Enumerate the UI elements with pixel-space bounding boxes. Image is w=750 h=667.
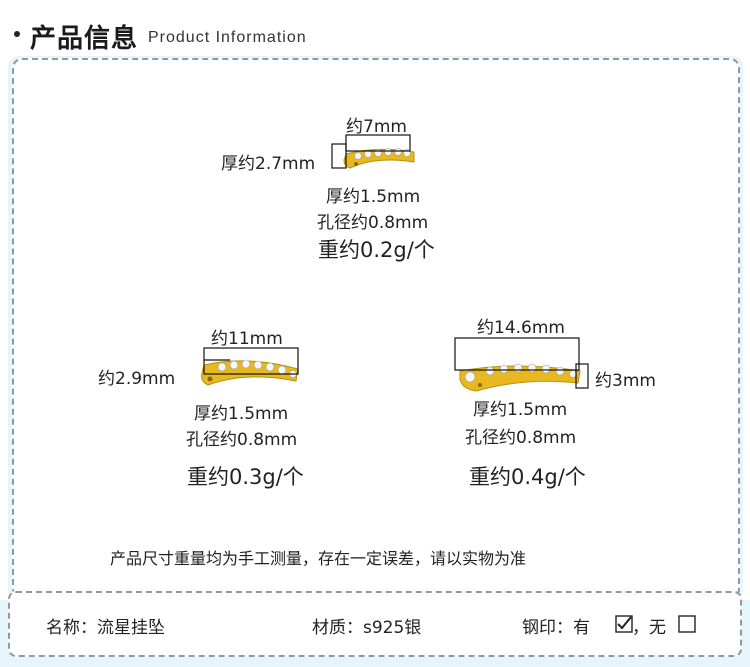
- product-panel: [12, 58, 740, 599]
- hole-label: 孔径约0.8mm: [317, 213, 429, 233]
- length-label: 约7mm: [346, 117, 407, 137]
- stamp-yes-label: 钢印：有: [522, 618, 590, 638]
- thickness-label: 厚约1.5mm: [326, 187, 421, 207]
- dimension-lines-medium: [203, 347, 299, 375]
- height-label: 约3mm: [595, 371, 656, 391]
- measurement-note: 产品尺寸重量均为手工测量，存在一定误差，请以实物为准: [110, 549, 527, 568]
- hole-label: 孔径约0.8mm: [186, 430, 298, 450]
- length-label: 约14.6mm: [477, 318, 565, 338]
- dimension-lines-small: [331, 134, 411, 169]
- pendant-small-image: [343, 148, 415, 169]
- stamp-no-label: ，无: [632, 618, 666, 638]
- hole-label: 孔径约0.8mm: [465, 428, 577, 448]
- section-title-en: Product Information: [148, 29, 307, 46]
- thickness-label: 厚约1.5mm: [473, 400, 568, 420]
- dimension-lines-large: [454, 337, 589, 389]
- height-label: 约2.9mm: [98, 369, 176, 389]
- pendant-large-image: [459, 363, 581, 392]
- product-material: 材质：s925银: [312, 618, 422, 638]
- product-name: 名称：流星挂坠: [46, 618, 165, 638]
- pendant-medium-image: [201, 359, 299, 386]
- section-title-cn: 产品信息: [30, 24, 139, 54]
- section-header: 产品信息 Product Information: [0, 0, 750, 56]
- stamp-yes-checkbox-icon: [615, 615, 633, 633]
- thickness-label: 厚约1.5mm: [194, 404, 289, 424]
- bullet-dot: [14, 31, 20, 37]
- weight-label: 重约0.3g/个: [187, 465, 304, 489]
- weight-label: 重约0.2g/个: [318, 238, 435, 262]
- weight-label: 重约0.4g/个: [469, 465, 586, 489]
- stamp-no-checkbox-icon: [678, 615, 696, 633]
- spec-footer: 名称：流星挂坠 材质：s925银 钢印：有 ，无: [8, 591, 742, 657]
- height-label: 厚约2.7mm: [221, 154, 316, 174]
- length-label: 约11mm: [211, 329, 283, 349]
